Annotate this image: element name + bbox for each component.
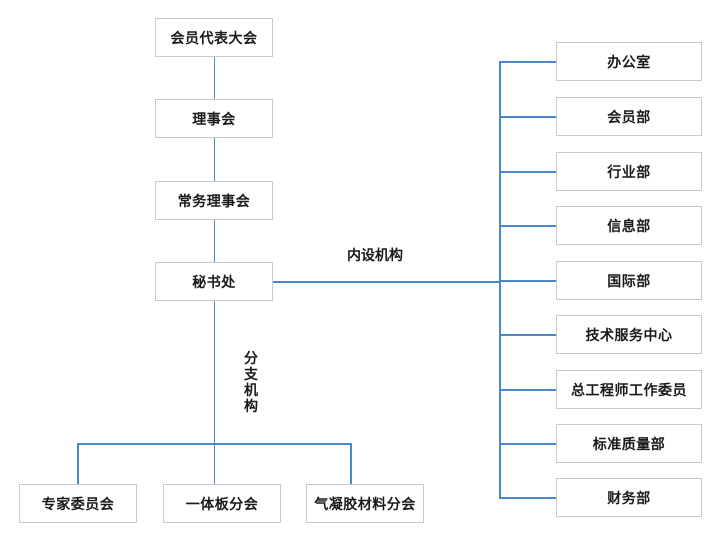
node-assembly[interactable]: 会员代表大会: [155, 18, 273, 57]
label-internal-departments: 内设机构: [345, 245, 405, 265]
node-expert-committee[interactable]: 专家委员会: [19, 484, 137, 523]
connector-spine-to-industry: [499, 171, 556, 173]
connector-spine-to-membership: [499, 116, 556, 118]
connector-standing-council-to-secretariat: [213, 220, 215, 262]
connector-spine-to-office: [499, 61, 556, 63]
connector-secretariat-to-internal-spine: [273, 281, 500, 283]
node-integrated-board-branch[interactable]: 一体板分会: [163, 484, 281, 523]
node-finance[interactable]: 财务部: [556, 478, 702, 517]
connector-spine-to-tech-service-center: [499, 334, 556, 336]
connector-spine-to-international: [499, 280, 556, 282]
node-aerogel-material-branch[interactable]: 气凝胶材料分会: [306, 484, 424, 523]
node-standing-council[interactable]: 常务理事会: [155, 181, 273, 220]
connector-internal-spine: [499, 61, 501, 498]
node-secretariat[interactable]: 秘书处: [155, 262, 273, 301]
connector-spine-to-chief-engineer-committee: [499, 389, 556, 391]
connector-council-to-standing-council: [213, 138, 215, 181]
connector-bar-to-aerogel-material-branch: [350, 443, 352, 484]
node-council[interactable]: 理事会: [155, 99, 273, 138]
node-industry[interactable]: 行业部: [556, 152, 702, 191]
connector-spine-to-finance: [499, 497, 556, 499]
connector-bar-to-expert-committee: [77, 443, 79, 484]
node-tech-service-center[interactable]: 技术服务中心: [556, 315, 702, 354]
node-information[interactable]: 信息部: [556, 206, 702, 245]
connector-spine-to-standard-quality: [499, 443, 556, 445]
node-chief-engineer-committee[interactable]: 总工程师工作委员: [556, 370, 702, 409]
connector-assembly-to-council: [213, 57, 215, 99]
connector-secretariat-to-branch-bar: [213, 301, 215, 444]
connector-bar-to-integrated-board-branch: [213, 443, 215, 484]
node-office[interactable]: 办公室: [556, 42, 702, 81]
node-membership[interactable]: 会员部: [556, 97, 702, 136]
node-standard-quality[interactable]: 标准质量部: [556, 424, 702, 463]
node-international[interactable]: 国际部: [556, 261, 702, 300]
connector-spine-to-information: [499, 225, 556, 227]
label-branch-organizations: 分支机构: [243, 350, 259, 414]
